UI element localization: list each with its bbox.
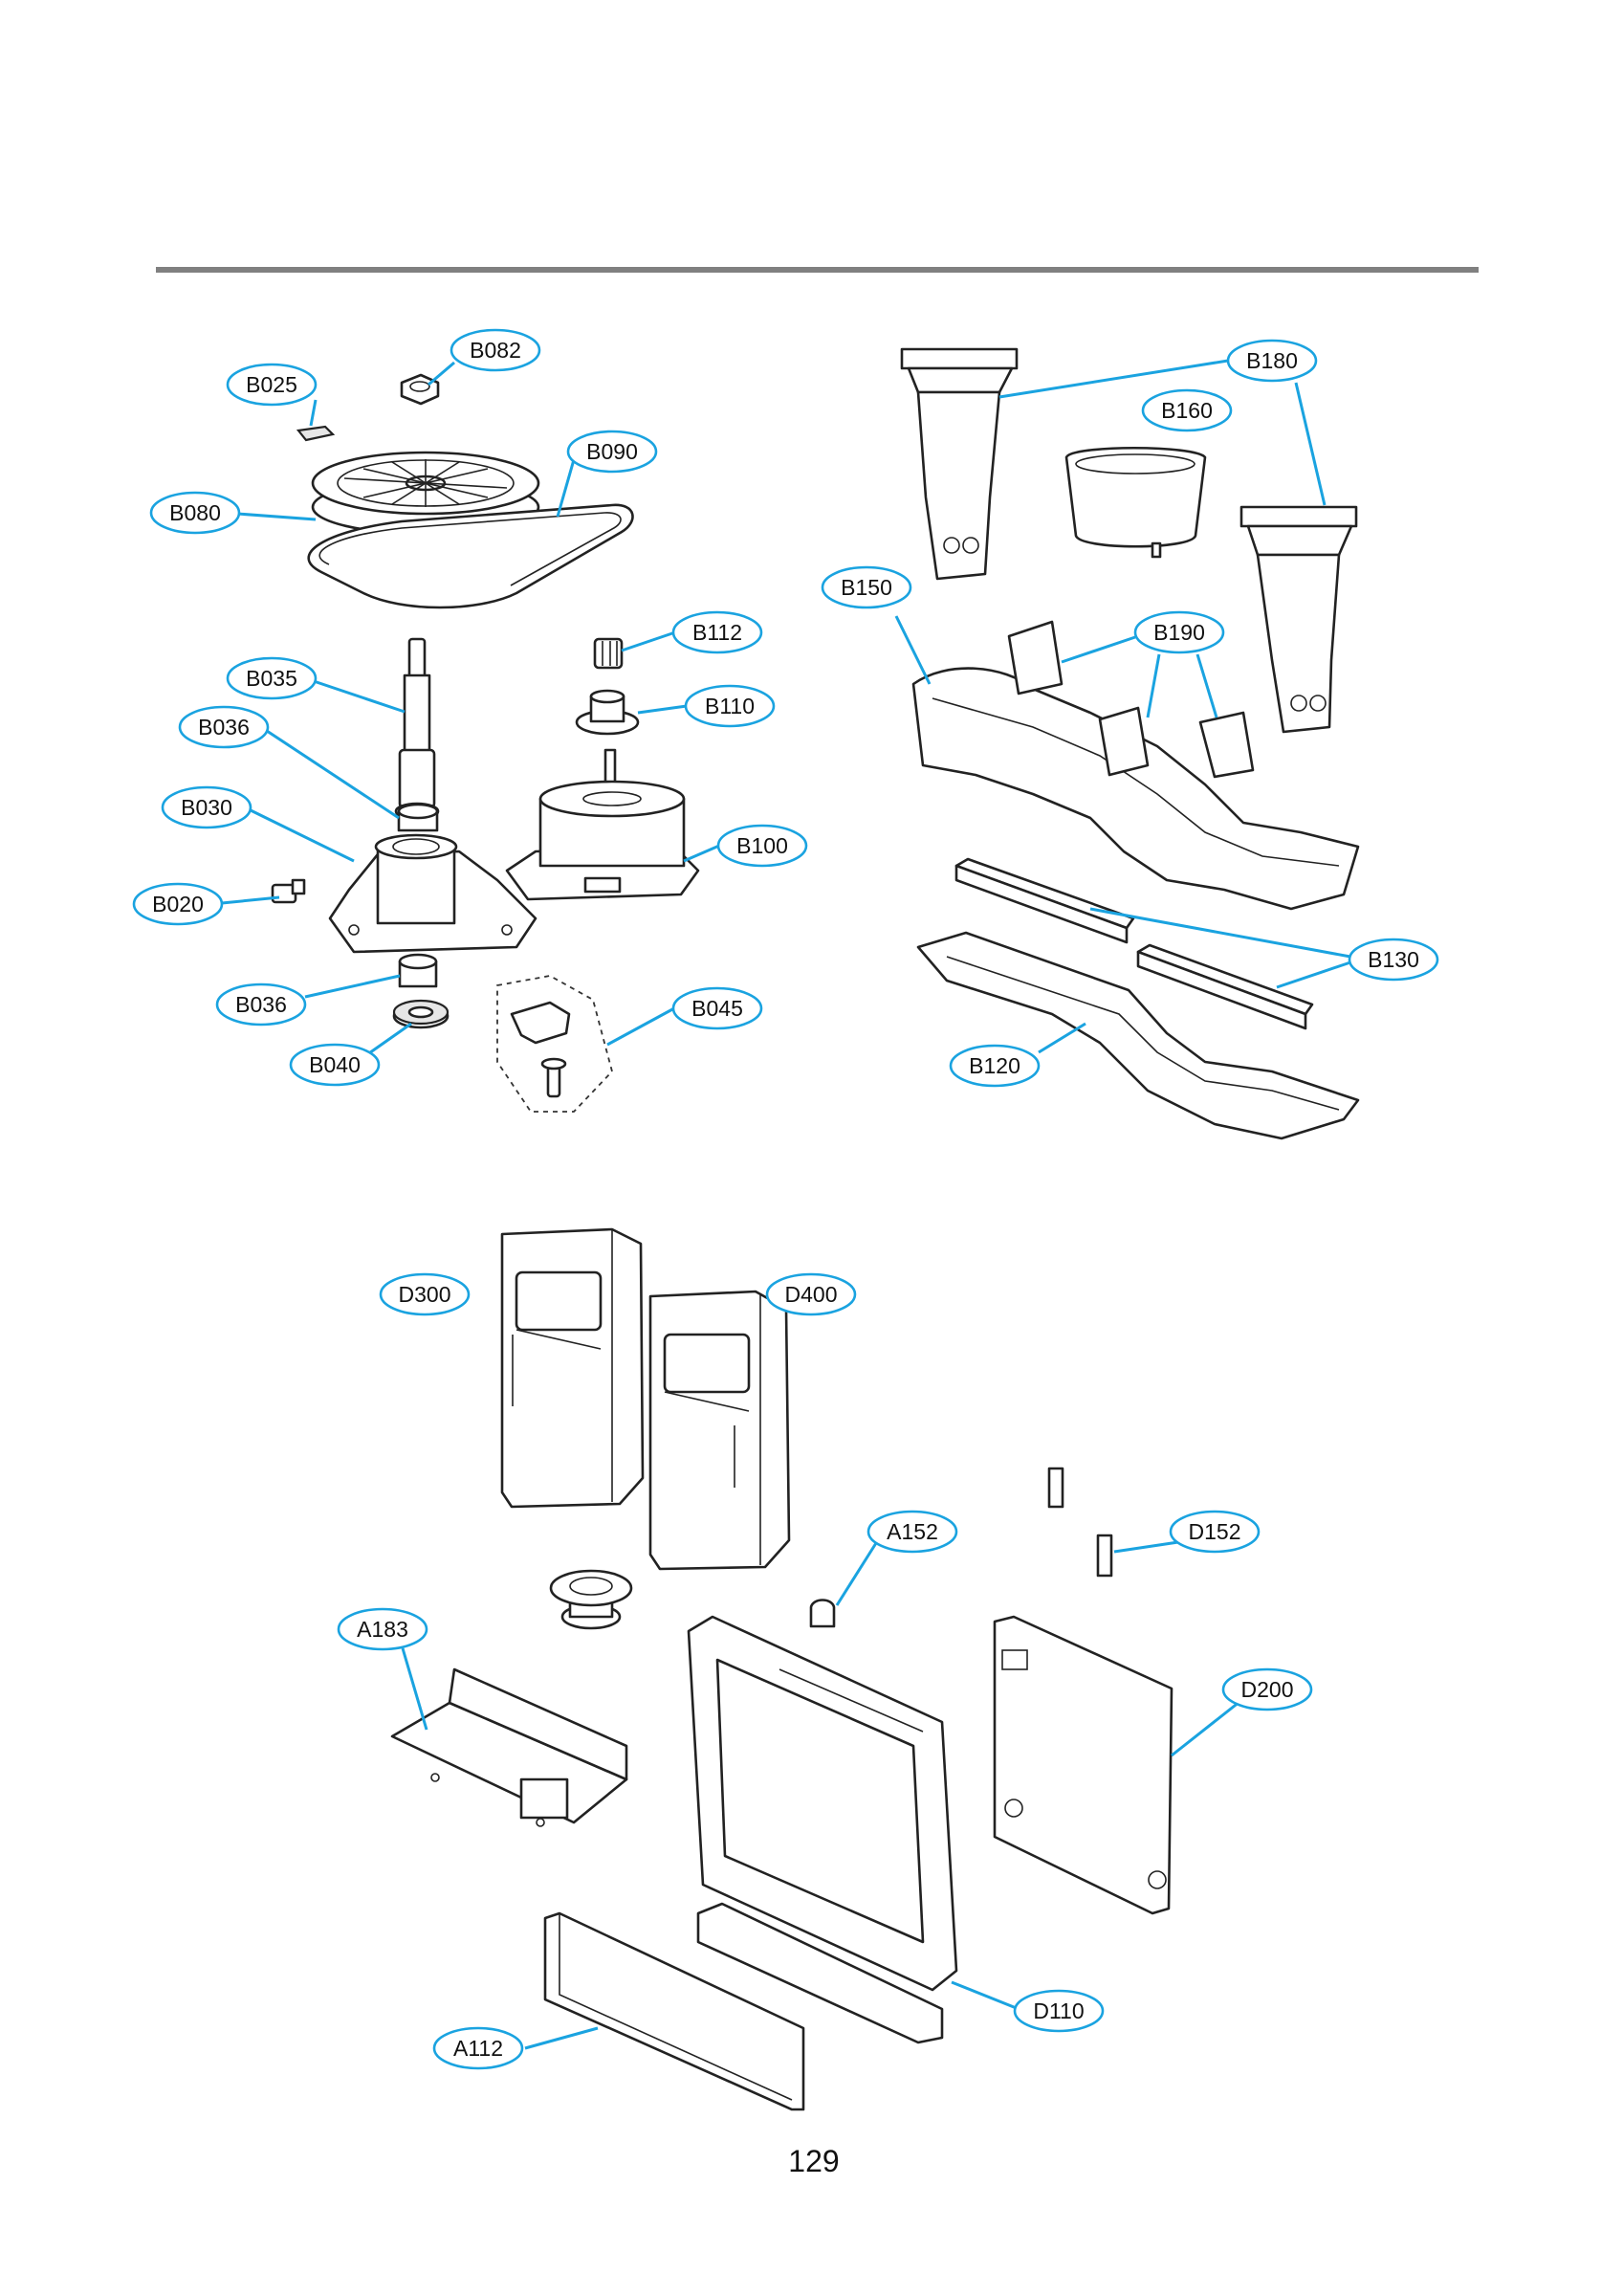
part-motor: [505, 748, 700, 901]
part-bracket-right: [1239, 505, 1358, 734]
callout-A152[interactable]: A152: [866, 1510, 958, 1554]
callout-B112[interactable]: B112: [671, 610, 763, 654]
callout-B030[interactable]: B030: [161, 785, 252, 829]
callout-A112[interactable]: A112: [432, 2026, 524, 2070]
callout-label: B036: [235, 992, 287, 1017]
callout-A183[interactable]: A183: [337, 1607, 428, 1651]
part-tab-lower: [1096, 1534, 1113, 1578]
part-knob: [549, 1569, 633, 1630]
callout-D110[interactable]: D110: [1013, 1989, 1105, 2033]
callout-label: D200: [1241, 1677, 1294, 1702]
callout-label: B082: [470, 338, 521, 363]
callout-label: B110: [705, 694, 755, 718]
callout-label: B090: [586, 439, 638, 464]
callout-label: B030: [181, 795, 232, 820]
callout-label: B036: [198, 715, 250, 740]
callout-B120[interactable]: B120: [949, 1044, 1041, 1088]
callout-B090[interactable]: B090: [566, 430, 658, 474]
callout-D200[interactable]: D200: [1221, 1667, 1313, 1711]
part-tray: [916, 931, 1360, 1140]
callout-label: B130: [1368, 947, 1419, 972]
callout-label: D152: [1189, 1519, 1241, 1544]
part-detail-box: [496, 975, 613, 1113]
callout-label: B035: [246, 666, 297, 691]
callout-B160[interactable]: B160: [1141, 388, 1233, 432]
part-seal: [392, 999, 450, 1029]
part-duct: [911, 620, 1360, 911]
callout-label: D110: [1033, 1998, 1084, 2023]
part-cap: [593, 637, 624, 670]
callout-label: B120: [969, 1053, 1020, 1078]
part-strip: [543, 1911, 805, 2111]
part-cup: [1064, 447, 1207, 559]
callout-label: B080: [169, 500, 221, 525]
callout-label: B160: [1161, 398, 1213, 423]
callout-label: D400: [785, 1282, 838, 1307]
callout-B025[interactable]: B025: [226, 363, 318, 407]
part-panel-rear: [500, 1227, 645, 1509]
callout-B082[interactable]: B082: [450, 328, 541, 372]
callout-B100[interactable]: B100: [716, 824, 808, 868]
callout-label: B180: [1246, 348, 1298, 373]
part-coupling: [575, 689, 640, 736]
callout-B045[interactable]: B045: [671, 986, 763, 1030]
callout-B190[interactable]: B190: [1133, 610, 1225, 654]
callout-B040[interactable]: B040: [289, 1043, 381, 1087]
callout-B036-upper[interactable]: B036: [178, 705, 270, 749]
callout-label: B150: [841, 575, 892, 600]
part-cover-plate: [993, 1615, 1173, 1915]
header-rule: [156, 267, 1479, 273]
callout-label: B040: [309, 1052, 361, 1077]
callout-B150[interactable]: B150: [821, 565, 912, 609]
callout-label: A183: [357, 1617, 408, 1642]
callout-label: B025: [246, 372, 297, 397]
part-housing: [328, 833, 537, 954]
part-nut: [400, 373, 440, 406]
parts-layer: [221, 347, 1360, 2111]
callout-B130[interactable]: B130: [1348, 938, 1439, 982]
callout-B110[interactable]: B110: [684, 684, 776, 728]
callout-B180[interactable]: B180: [1226, 339, 1318, 383]
callout-B036-lower[interactable]: B036: [215, 982, 307, 1027]
part-shaft: [394, 637, 440, 821]
callout-label: B190: [1153, 620, 1205, 645]
part-tab-upper: [1047, 1467, 1064, 1509]
callout-B035[interactable]: B035: [226, 656, 318, 700]
callout-D300[interactable]: D300: [379, 1272, 471, 1316]
callout-B080[interactable]: B080: [149, 491, 241, 535]
part-panel-front: [648, 1290, 791, 1571]
part-key: [296, 425, 336, 442]
callout-label: A112: [453, 2036, 503, 2061]
callout-D152[interactable]: D152: [1169, 1510, 1261, 1554]
part-rail-right: [1136, 943, 1314, 1030]
callout-label: B112: [692, 620, 742, 645]
callout-label: B045: [691, 996, 743, 1021]
callout-layer: B082 B025 B090 B080 B112 B035 B110 B036 …: [132, 328, 1439, 2070]
callout-B020[interactable]: B020: [132, 882, 224, 926]
callout-D400[interactable]: D400: [765, 1272, 857, 1316]
part-bracket-left: [900, 347, 1019, 581]
part-small-clip: [809, 1599, 836, 1628]
part-bearing-lower: [398, 953, 438, 988]
page-number: 129: [788, 2144, 839, 2178]
part-belt: [307, 503, 634, 609]
part-bearing-upper: [397, 803, 439, 832]
part-holder: [390, 1667, 628, 1827]
part-frame: [687, 1615, 958, 2044]
leader-lines: [221, 359, 1351, 2050]
callout-label: B100: [736, 833, 788, 858]
callout-label: A152: [887, 1519, 938, 1544]
callout-label: B020: [152, 892, 204, 916]
callout-label: D300: [399, 1282, 451, 1307]
part-rail-left: [954, 857, 1135, 944]
